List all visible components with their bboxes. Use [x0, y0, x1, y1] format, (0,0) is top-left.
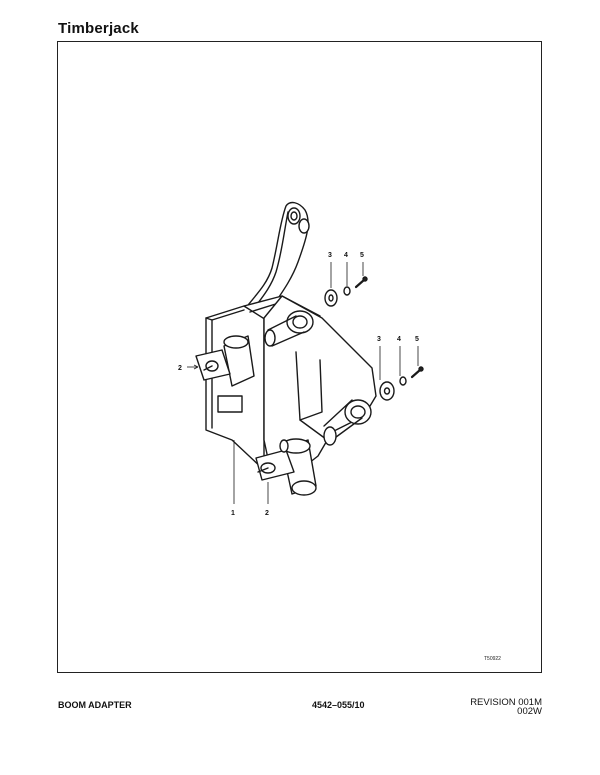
- upper-washer: [324, 289, 338, 307]
- callout-3-lower: 3: [377, 336, 381, 343]
- callout-2-left: 2: [178, 365, 182, 372]
- adapter-arm: [239, 201, 309, 319]
- callout-1: 1: [231, 510, 235, 517]
- footer-revision: REVISION 001M 002W: [470, 697, 542, 717]
- drawing-frame: [57, 41, 542, 673]
- footer-title: BOOM ADAPTER: [58, 700, 132, 710]
- callout-5-lower: 5: [415, 336, 419, 343]
- revision-line-1: REVISION 001M: [470, 697, 542, 708]
- revision-line-2: 002W: [517, 706, 542, 717]
- footer-code: 4542–055/10: [312, 700, 365, 710]
- brand-title: Timberjack: [58, 20, 139, 37]
- lower-washer: [379, 381, 395, 401]
- left-side-plate: [205, 305, 265, 471]
- figure-reference: T50922: [484, 656, 501, 662]
- callout-3-upper: 3: [328, 252, 332, 259]
- callout-4-upper: 4: [344, 252, 348, 259]
- callout-5-upper: 5: [360, 252, 364, 259]
- callout-2-lower: 2: [265, 510, 269, 517]
- callout-4-lower: 4: [397, 336, 401, 343]
